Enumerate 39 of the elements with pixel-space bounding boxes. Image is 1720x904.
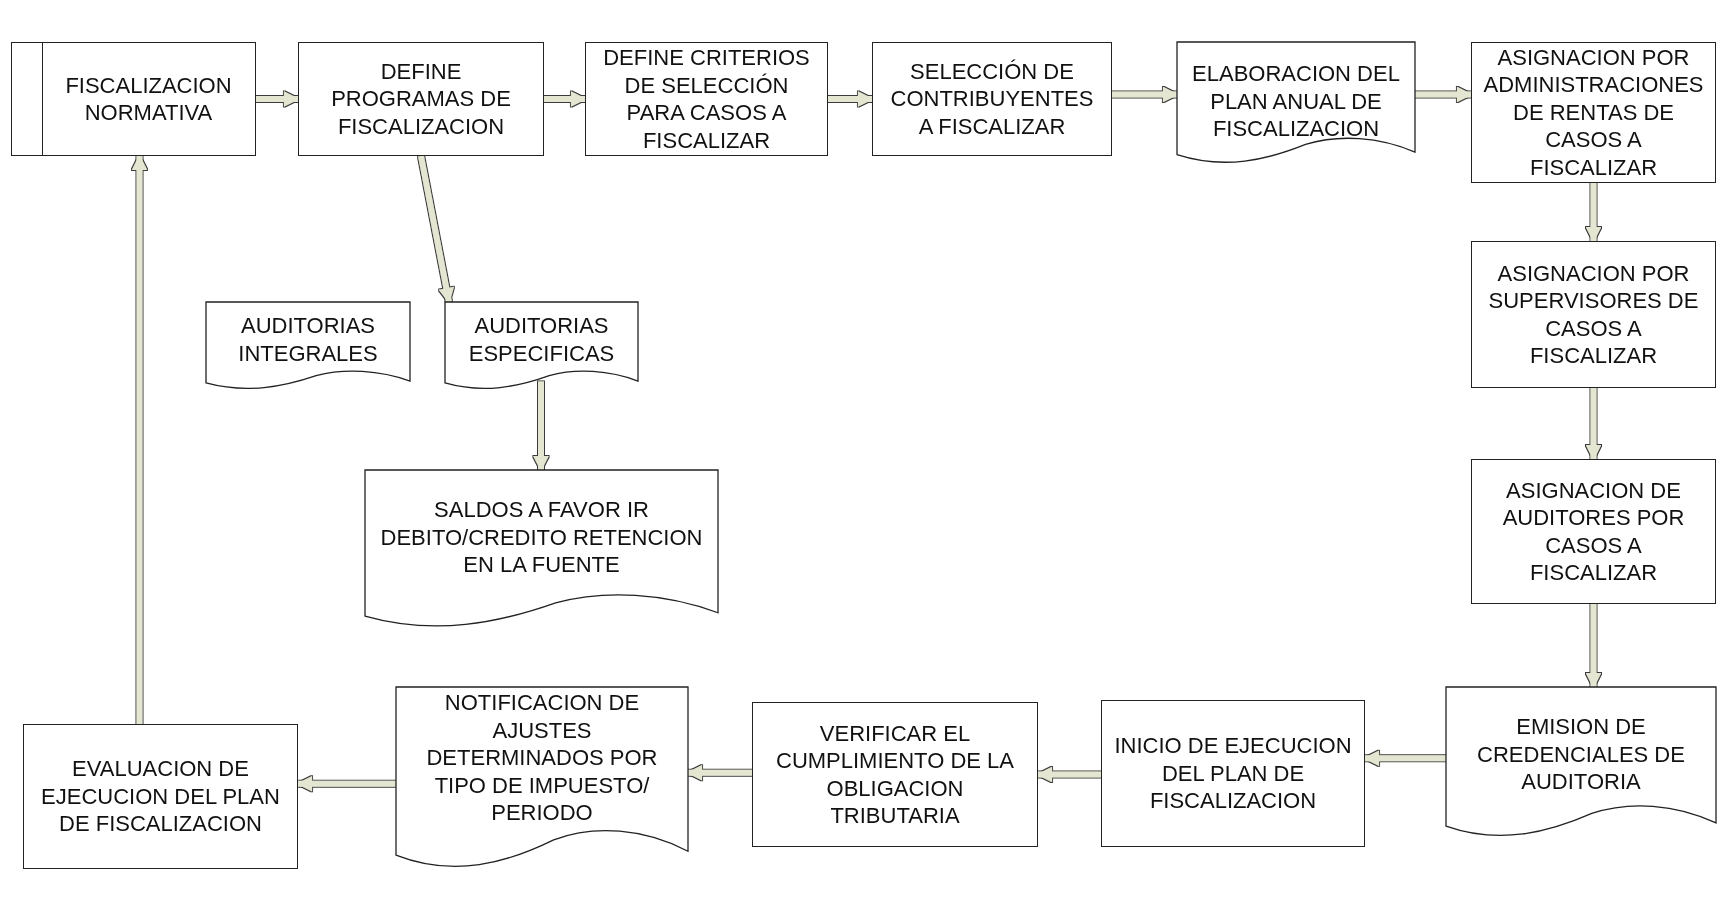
step-label: EVALUACION DE EJECUCION DEL PLAN DE FISCALIZACION bbox=[40, 755, 281, 838]
block-arrow bbox=[131, 154, 148, 724]
step-label: ASIGNACION POR SUPERVISORES DE CASOS A FISCALIZAR bbox=[1487, 259, 1700, 370]
step-label: VERIFICAR EL CUMPLIMIENTO DE LA OBLIGACION TRIBUTARIA bbox=[775, 719, 1015, 830]
step-label: SALDOS A FAVOR IR DEBITO/CREDITO RETENCION EN LA FUENTE bbox=[379, 496, 704, 579]
predefined-process-box bbox=[11, 42, 256, 156]
block-arrow bbox=[1585, 388, 1602, 461]
process-box bbox=[1101, 700, 1365, 847]
process-box bbox=[752, 702, 1038, 847]
step-label: AUDITORIAS INTEGRALES bbox=[237, 312, 379, 367]
step-label: EMISION DE CREDENCIALES DE AUDITORIA bbox=[1476, 713, 1686, 796]
block-arrow bbox=[1415, 86, 1473, 103]
step-label: NOTIFICACION DE AJUSTES DETERMINADOS POR TIPO DE IMPUESTO/ PERIODO bbox=[425, 689, 659, 827]
block-arrow bbox=[296, 776, 396, 792]
step-label: FISCALIZACION NORMATIVA bbox=[64, 71, 233, 127]
step-label: DEFINE PROGRAMAS DE FISCALIZACION bbox=[330, 57, 512, 141]
step-label: INICIO DE EJECUCION DEL PLAN DE FISCALIZACION bbox=[1113, 732, 1353, 815]
block-arrow bbox=[533, 381, 549, 472]
block-arrow bbox=[418, 155, 454, 304]
process-box bbox=[1471, 459, 1716, 604]
block-arrow bbox=[544, 91, 587, 107]
process-box bbox=[298, 42, 544, 156]
process-box bbox=[1471, 241, 1716, 388]
block-arrow bbox=[1585, 183, 1602, 243]
step-label: ASIGNACION DE AUDITORES POR CASOS A FISCALIZAR bbox=[1501, 476, 1686, 587]
block-arrow bbox=[1036, 766, 1101, 783]
block-arrow bbox=[686, 765, 752, 781]
process-box bbox=[872, 42, 1112, 156]
step-label: SELECCIÓN DE CONTRIBUYENTES A FISCALIZAR bbox=[889, 57, 1095, 141]
block-arrow bbox=[828, 91, 874, 107]
step-label: ELABORACION DEL PLAN ANUAL DE FISCALIZACION bbox=[1191, 60, 1401, 143]
block-arrow bbox=[1363, 750, 1446, 767]
step-label: AUDITORIAS ESPECIFICAS bbox=[467, 312, 616, 367]
process-box bbox=[585, 42, 828, 156]
process-box bbox=[23, 724, 298, 869]
step-label: ASIGNACION POR ADMINISTRACIONES DE RENTAS DE CASOS A FISCALIZAR bbox=[1482, 43, 1705, 182]
block-arrow bbox=[256, 91, 300, 107]
block-arrow bbox=[1585, 604, 1602, 689]
step-label: DEFINE CRITERIOS DE SELECCIÓN PARA CASOS A FISCALIZAR bbox=[602, 44, 811, 154]
